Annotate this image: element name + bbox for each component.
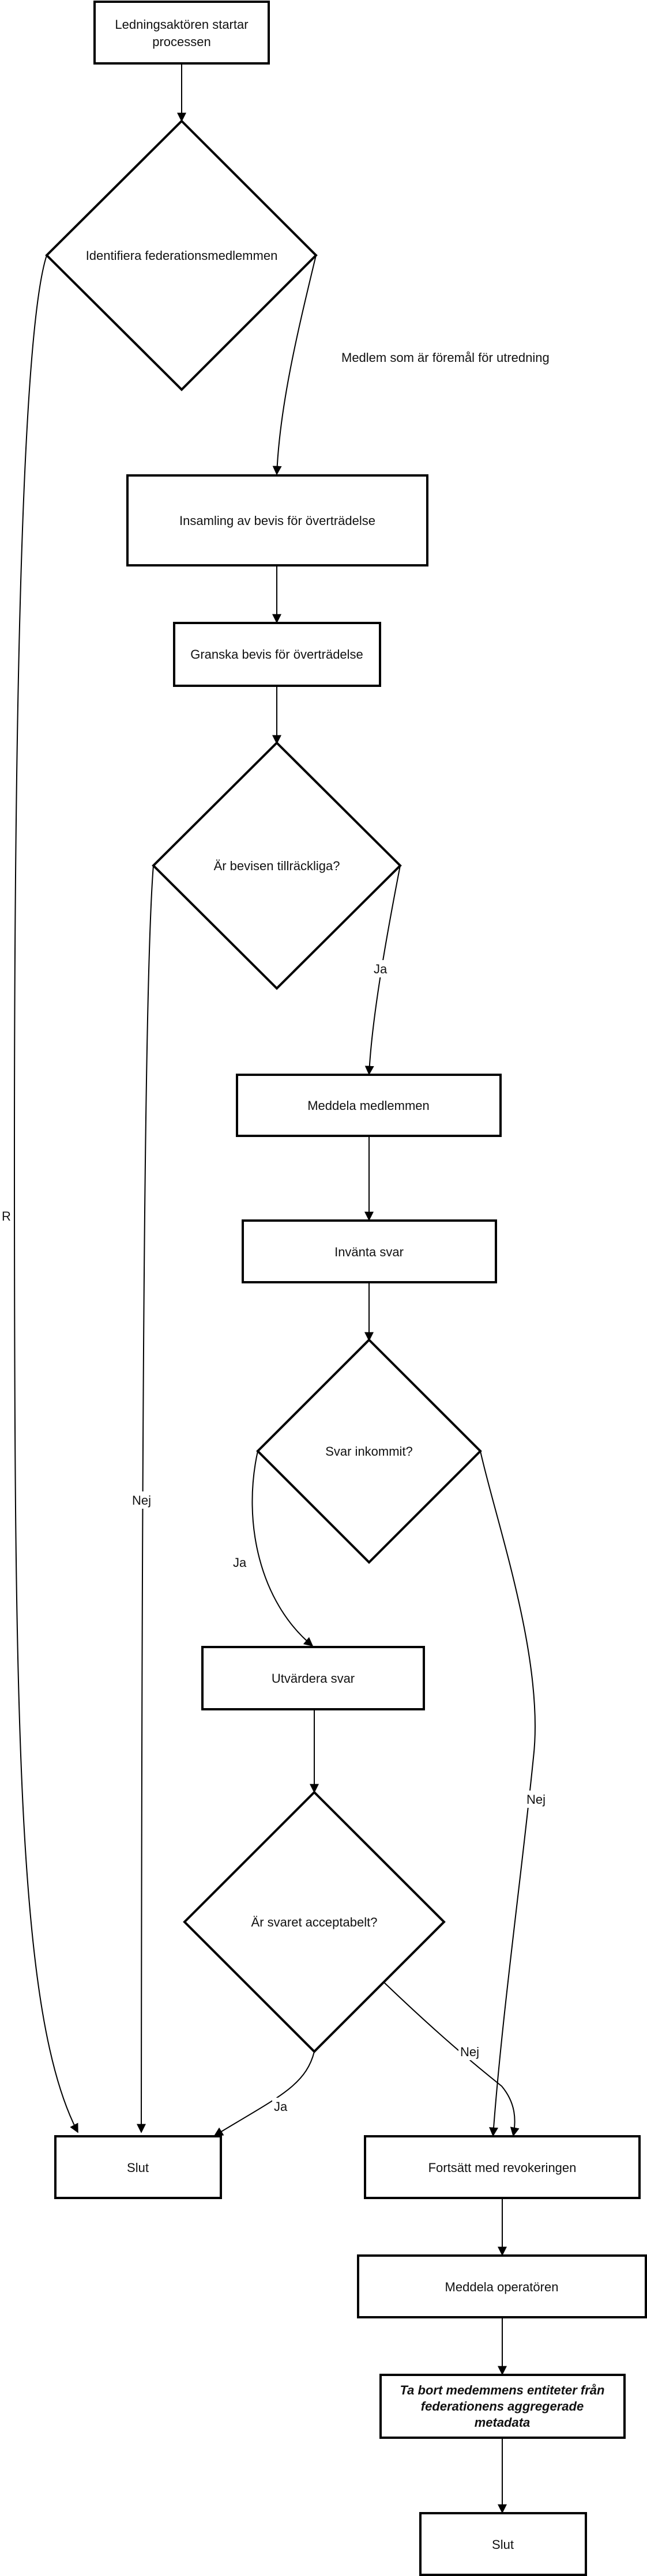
node-acceptable: Är svaret acceptabelt? xyxy=(183,1791,446,2053)
node-identify: Identifiera federationsmedlemmen xyxy=(45,119,318,391)
node-end-left: Slut xyxy=(54,2135,222,2199)
node-sufficient-label: Är bevisen tillräckliga? xyxy=(214,859,340,873)
node-end-left-label: Slut xyxy=(127,2160,149,2175)
label-nej-sufficient: Nej xyxy=(132,1493,151,1508)
node-evaluate: Utvärdera svar xyxy=(201,1646,425,1710)
edges xyxy=(13,63,536,2514)
node-end-bottom: Slut xyxy=(419,2512,587,2576)
node-acceptable-label: Är svaret acceptabelt? xyxy=(251,1915,378,1929)
node-notify-member-label: Meddela medlemmen xyxy=(307,1098,430,1113)
label-member-under-investigation: Medlem som är föremål för utredning xyxy=(341,350,550,365)
node-received-label: Svar inkommit? xyxy=(325,1444,413,1459)
node-notify-operator-label: Meddela operatören xyxy=(445,2280,559,2294)
node-continue-label: Fortsätt med revokeringen xyxy=(428,2160,577,2175)
node-sufficient: Är bevisen tillräckliga? xyxy=(152,741,402,990)
label-ja-acceptable: Ja xyxy=(274,2099,288,2114)
node-evaluate-label: Utvärdera svar xyxy=(272,1671,355,1686)
node-remove-line-2: federationens aggregerade xyxy=(421,2399,584,2413)
edge-acceptable-to-continue xyxy=(383,1982,520,2137)
label-r: R xyxy=(2,1209,11,1223)
label-nej-acceptable: Nej xyxy=(460,2045,479,2059)
node-collect: Insamling av bevis för överträdelse xyxy=(126,474,428,566)
node-review-label: Granska bevis för överträdelse xyxy=(190,647,363,662)
node-collect-label: Insamling av bevis för överträdelse xyxy=(179,513,375,528)
node-remove-line-1: Ta bort medemmens entiteter från xyxy=(400,2383,605,2397)
node-notify-operator: Meddela operatören xyxy=(357,2254,647,2318)
node-review: Granska bevis för överträdelse xyxy=(173,622,381,687)
node-received: Svar inkommit? xyxy=(256,1338,482,1564)
edge-identify-to-collect xyxy=(272,255,317,475)
node-remove-line-3: metadata xyxy=(475,2415,531,2430)
node-start: Ledningsaktören startar processen xyxy=(93,1,270,65)
node-remove: Ta bort medemmens entiteter från federat… xyxy=(379,2374,626,2439)
label-ja-sufficient: Ja xyxy=(374,962,388,976)
edge-received-to-continue xyxy=(480,1451,536,2137)
node-start-line-2: processen xyxy=(152,35,211,49)
node-identify-label: Identifiera federationsmedlemmen xyxy=(86,248,278,263)
node-await-label: Invänta svar xyxy=(334,1245,404,1259)
edge-labels: Medlem som är föremål för utredning R Ja… xyxy=(0,349,562,2115)
node-await: Invänta svar xyxy=(242,1219,497,1283)
node-start-line-1: Ledningsaktören startar xyxy=(115,17,248,32)
edge-received-to-evaluate xyxy=(251,1451,314,1647)
edge-acceptable-to-end-left xyxy=(213,2051,315,2136)
label-ja-received: Ja xyxy=(233,1555,247,1570)
edge-sufficient-to-end-left xyxy=(137,865,154,2133)
node-end-bottom-label: Slut xyxy=(492,2537,514,2552)
node-notify-member: Meddela medlemmen xyxy=(236,1074,502,1137)
edge-identify-to-end-left xyxy=(13,255,78,2133)
node-continue: Fortsätt med revokeringen xyxy=(364,2135,641,2199)
label-nej-received: Nej xyxy=(526,1792,546,1807)
